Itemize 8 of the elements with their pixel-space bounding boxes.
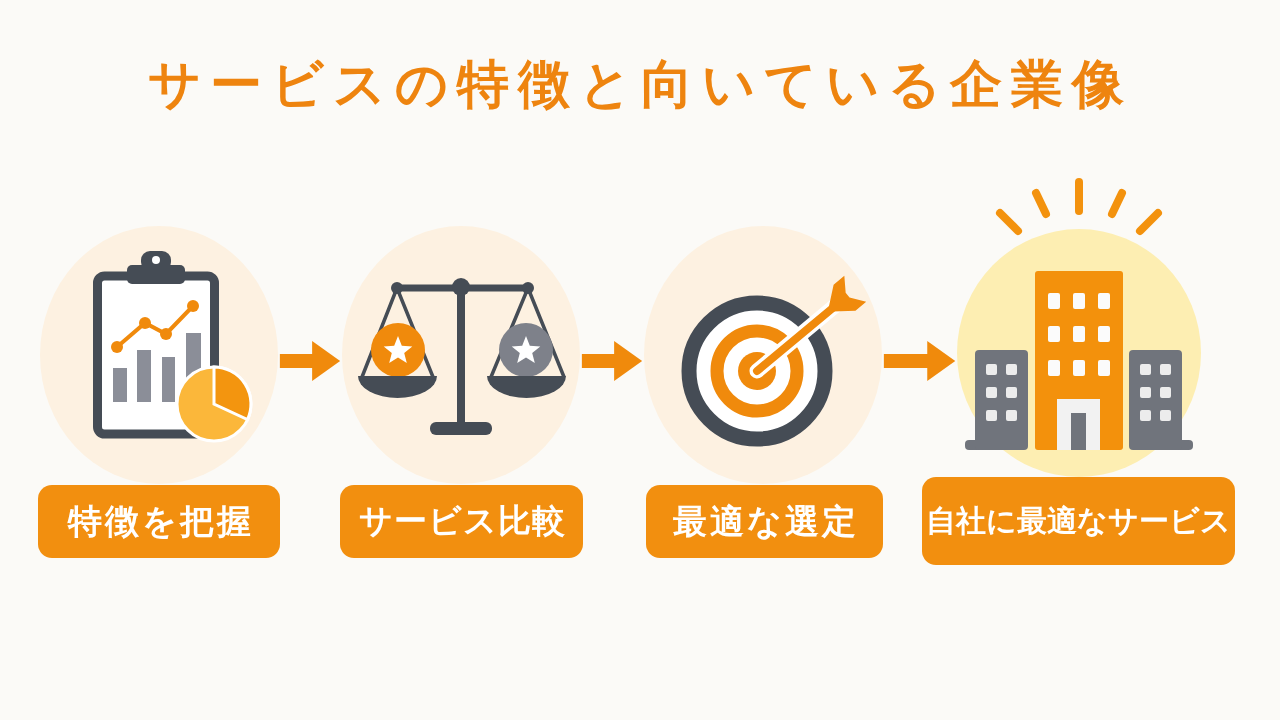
step-label: 自社に最適なサービス	[922, 477, 1235, 565]
title: サービスの特徴と向いている企業像	[147, 54, 1133, 114]
step-label: 特徴を把握	[38, 485, 280, 558]
arrow	[279, 341, 341, 381]
step-label: サービス比較	[340, 485, 583, 558]
step-label: 最適な選定	[646, 485, 883, 558]
arrow	[581, 341, 643, 381]
arrow	[883, 341, 956, 381]
